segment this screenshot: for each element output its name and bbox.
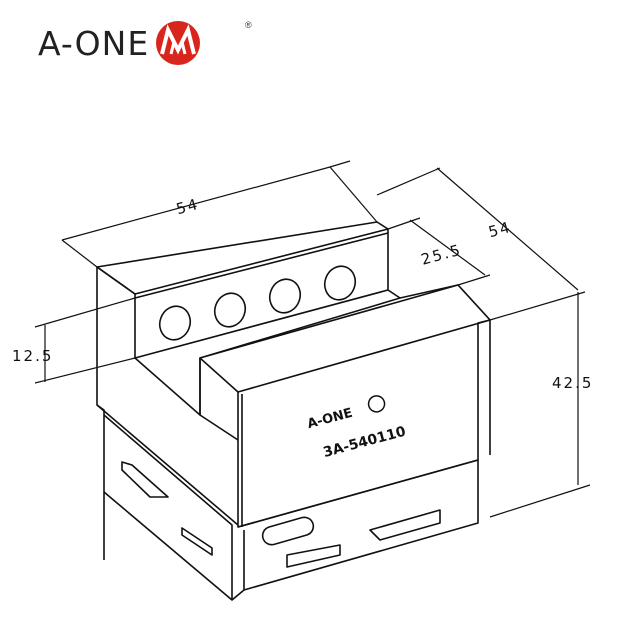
dim-slot-height: 12.5 bbox=[12, 347, 53, 365]
dim-depth: 54 bbox=[487, 218, 514, 241]
engraved-logo-icon bbox=[367, 395, 386, 413]
engraved-brand: A-ONE bbox=[306, 406, 355, 432]
a-one-m-circle-icon bbox=[155, 20, 201, 66]
brand-name: A-ONE bbox=[38, 23, 150, 63]
registered-mark: ® bbox=[245, 20, 252, 30]
part-number: 3A-540110 bbox=[321, 424, 407, 461]
brand-logo: A-ONE bbox=[38, 18, 201, 68]
dim-overall-height: 42.5 bbox=[552, 374, 593, 392]
dim-slot-depth: 25.5 bbox=[419, 241, 464, 269]
dim-width-top: 54 bbox=[174, 195, 201, 218]
